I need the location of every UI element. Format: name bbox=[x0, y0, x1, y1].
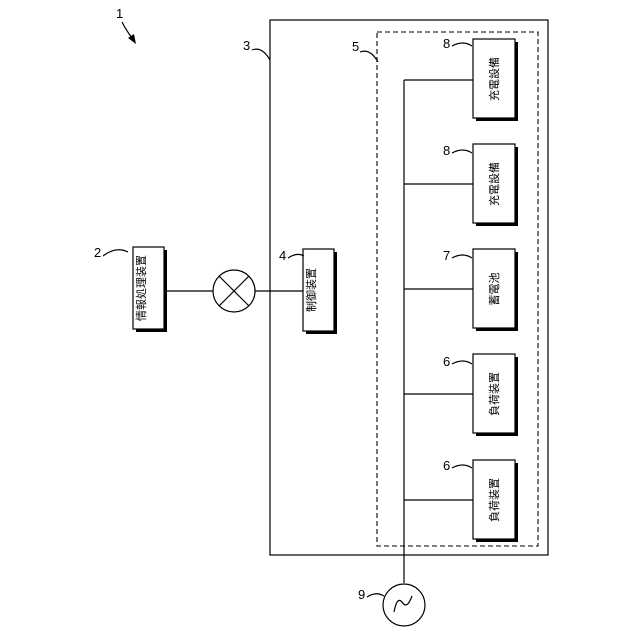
charger-top-ref: 8 bbox=[443, 36, 450, 51]
load-lower-ref-leader bbox=[452, 465, 472, 468]
load-upper-label: 負荷装置 bbox=[488, 372, 501, 416]
load-upper-ref: 6 bbox=[443, 354, 450, 369]
network-hub-icon bbox=[213, 270, 255, 312]
charger-top-label: 充電設備 bbox=[487, 57, 501, 101]
group-ref: 5 bbox=[352, 39, 359, 54]
battery-label: 蓄電池 bbox=[488, 273, 501, 306]
load-lower-ref: 6 bbox=[443, 458, 450, 473]
control-device-label: 制御装置 bbox=[304, 268, 318, 312]
figure-ref-arrowhead bbox=[128, 34, 136, 44]
info-device-label: 情報処理装置 bbox=[135, 255, 148, 321]
load-lower-label: 負荷装置 bbox=[488, 478, 501, 522]
ac-source-icon bbox=[383, 584, 425, 626]
charger-mid-ref: 8 bbox=[443, 143, 450, 158]
load-upper-ref-leader bbox=[452, 361, 472, 364]
figure-ref: 1 bbox=[116, 6, 123, 21]
battery-ref-leader bbox=[452, 255, 472, 258]
system-ref-leader bbox=[252, 49, 270, 60]
battery-ref: 7 bbox=[443, 248, 450, 263]
charger-top-ref-leader bbox=[452, 43, 472, 46]
group-ref-leader bbox=[360, 51, 378, 62]
power-source-ref-leader bbox=[367, 594, 384, 597]
info-device-ref-leader bbox=[103, 250, 128, 256]
control-device-ref: 4 bbox=[279, 248, 286, 263]
charger-mid-ref-leader bbox=[452, 150, 472, 153]
system-ref: 3 bbox=[243, 38, 250, 53]
charger-mid-label: 充電設備 bbox=[487, 162, 501, 206]
figure-ref-leader bbox=[122, 22, 132, 38]
control-device-ref-leader bbox=[288, 254, 304, 258]
power-source-ref: 9 bbox=[358, 587, 365, 602]
info-device-ref: 2 bbox=[94, 245, 101, 260]
